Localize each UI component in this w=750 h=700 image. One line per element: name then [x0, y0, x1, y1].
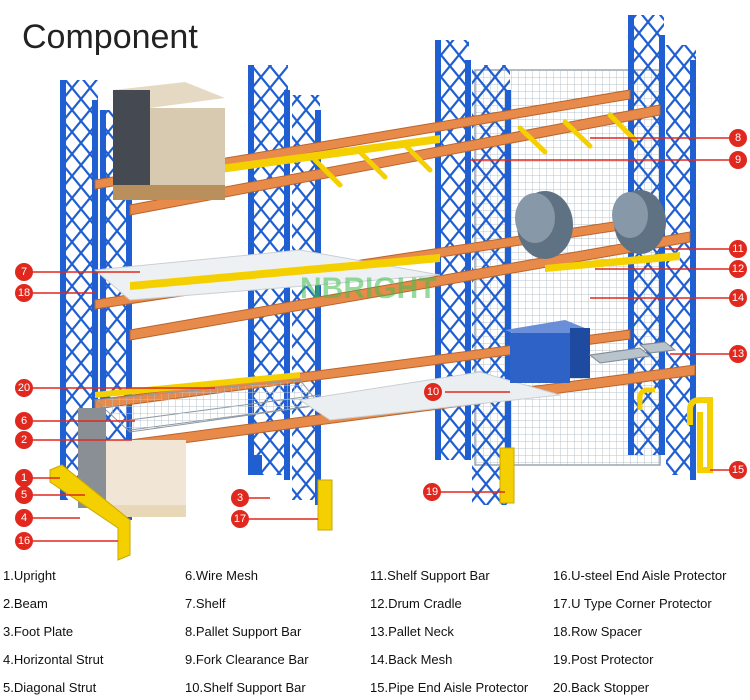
legend-item-1: 1.Upright — [3, 568, 56, 583]
svg-text:13: 13 — [732, 348, 744, 360]
callout-3: 3 — [231, 489, 249, 507]
legend-item-19: 19.Post Protector — [553, 652, 654, 667]
legend-item-7: 7.Shelf — [185, 596, 226, 611]
shelf-yellow-edge — [130, 254, 440, 290]
callout-14: 14 — [729, 289, 747, 307]
pallet-load-top — [113, 82, 225, 200]
callout-12: 12 — [729, 260, 747, 278]
legend-item-13: 13.Pallet Neck — [370, 624, 454, 639]
drums — [515, 190, 680, 272]
svg-text:1: 1 — [21, 472, 27, 484]
callout-20: 20 — [15, 379, 33, 397]
legend-item-8: 8.Pallet Support Bar — [185, 624, 302, 639]
svg-text:11: 11 — [732, 243, 743, 255]
svg-text:2: 2 — [21, 434, 27, 446]
svg-text:9: 9 — [735, 154, 741, 166]
svg-text:10: 10 — [427, 386, 439, 398]
watermark: NBRIGHT — [300, 272, 437, 305]
legend-item-2: 2.Beam — [3, 596, 48, 611]
back-stopper-bar — [95, 372, 300, 398]
legend-item-11: 11.Shelf Support Bar — [370, 568, 490, 583]
callout-7: 7 — [15, 263, 33, 281]
svg-text:14: 14 — [732, 292, 744, 304]
legend-item-16: 16.U-steel End Aisle Protector — [553, 568, 727, 583]
diagram-title: Component — [22, 18, 198, 56]
callout-11: 11 — [729, 240, 747, 258]
callout-6: 6 — [15, 412, 33, 430]
svg-text:7: 7 — [21, 266, 27, 278]
component-legend: 1.Upright 6.Wire Mesh 11.Shelf Support B… — [0, 562, 750, 700]
svg-text:17: 17 — [234, 513, 246, 525]
callout-5: 5 — [15, 486, 33, 504]
svg-text:6: 6 — [21, 415, 27, 427]
fork-clearance-bar — [220, 135, 440, 173]
svg-text:4: 4 — [21, 512, 27, 524]
svg-text:8: 8 — [735, 132, 741, 144]
callout-2: 2 — [15, 431, 33, 449]
svg-text:3: 3 — [237, 492, 243, 504]
svg-text:12: 12 — [732, 263, 744, 275]
legend-item-9: 9.Fork Clearance Bar — [185, 652, 309, 667]
legend-item-12: 12.Drum Cradle — [370, 596, 462, 611]
wire-container — [505, 320, 590, 383]
legend-item-15: 15.Pipe End Aisle Protector — [370, 680, 529, 695]
callout-16: 16 — [15, 532, 33, 550]
legend-item-10: 10.Shelf Support Bar — [185, 680, 306, 695]
pallet-load-bottom — [78, 408, 186, 517]
legend-item-3: 3.Foot Plate — [3, 624, 74, 639]
callout-13: 13 — [729, 345, 747, 363]
legend-item-4: 4.Horizontal Strut — [3, 652, 104, 667]
legend-item-6: 6.Wire Mesh — [185, 568, 258, 583]
protectors — [49, 387, 713, 561]
legend-item-14: 14.Back Mesh — [370, 652, 453, 667]
legend-item-20: 20.Back Stopper — [553, 680, 650, 695]
callout-4: 4 — [15, 509, 33, 527]
leader-lines — [30, 137, 738, 542]
callout-9: 9 — [729, 151, 747, 169]
callout-15: 15 — [729, 461, 747, 479]
pallet-support-bars — [312, 112, 638, 188]
callout-8: 8 — [729, 129, 747, 147]
callout-19: 19 — [423, 483, 441, 501]
legend-item-18: 18.Row Spacer — [553, 624, 642, 639]
rack-diagram: NBRIGHT 7 18 20 6 2 1 5 4 16 3 17 1 — [15, 15, 747, 561]
legend-item-5: 5.Diagonal Strut — [3, 680, 97, 695]
svg-text:5: 5 — [21, 489, 27, 501]
callout-1: 1 — [15, 469, 33, 487]
svg-text:16: 16 — [18, 535, 30, 547]
callout-18: 18 — [15, 284, 33, 302]
svg-text:19: 19 — [426, 486, 438, 498]
legend-item-17: 17.U Type Corner Protector — [553, 596, 712, 611]
svg-text:15: 15 — [732, 464, 744, 476]
callout-10: 10 — [424, 383, 442, 401]
svg-text:18: 18 — [18, 287, 30, 299]
callout-17: 17 — [231, 510, 249, 528]
svg-text:20: 20 — [18, 382, 30, 394]
pallet-necks — [588, 341, 677, 364]
callouts: 7 18 20 6 2 1 5 4 16 3 17 10 19 8 9 11 1… — [15, 129, 747, 550]
